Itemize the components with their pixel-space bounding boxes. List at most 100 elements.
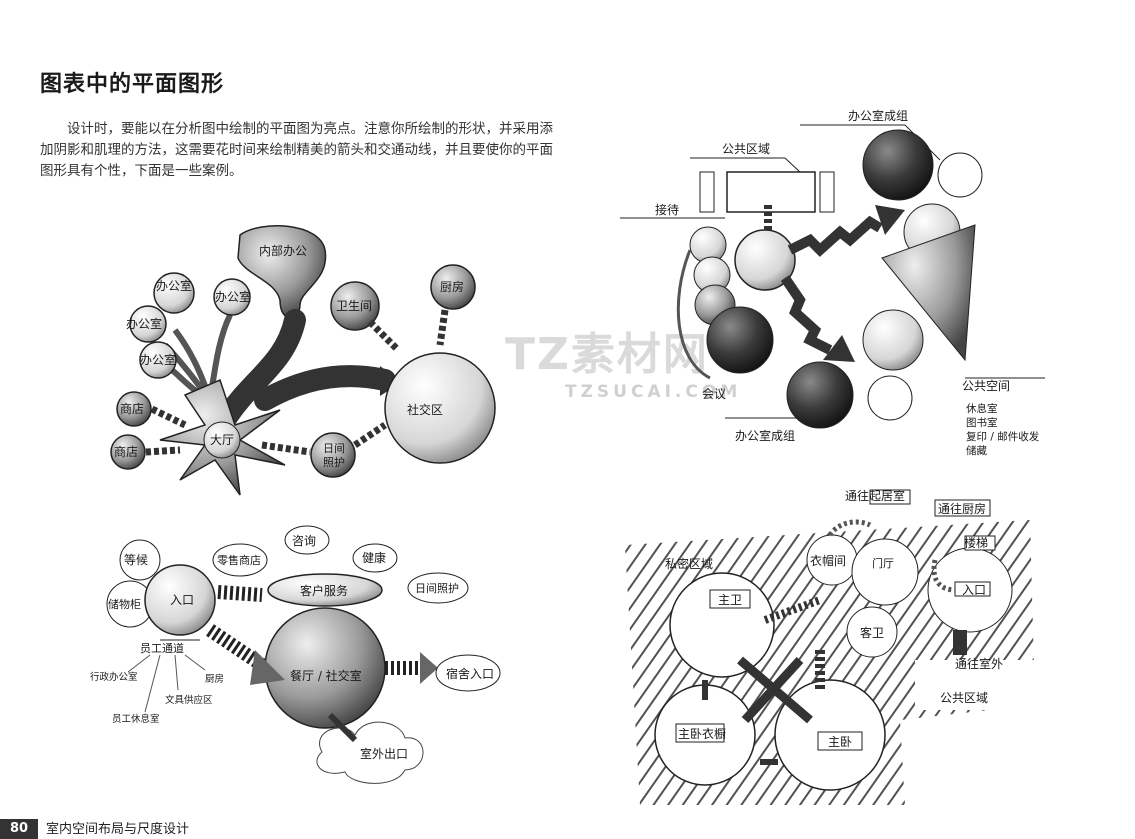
- master-bed-box: [817, 731, 863, 751]
- diagram-3: 等候 零售商店 咨询 健康 储物柜 入口 客户服务 日间照护 员工通道 行政办公…: [90, 525, 501, 784]
- book-title: 室内空间布局与尺度设计: [46, 822, 190, 837]
- office-circle-3: [129, 305, 167, 343]
- label-master-closet: 主卧衣橱: [678, 726, 726, 741]
- shop-circle-1: [116, 391, 152, 427]
- office-circle-2: [213, 278, 251, 316]
- label-office-4: 办公室: [140, 352, 176, 367]
- restroom-circle: [330, 281, 380, 331]
- label-entrance-4: 入口: [962, 583, 986, 597]
- label-daycare-line2: 照护: [323, 455, 345, 469]
- label-meeting: 会议: [702, 387, 726, 401]
- dark-circle-top: [862, 129, 934, 201]
- retail-ellipse: [212, 543, 268, 577]
- zigzag-arrowhead-2: [823, 335, 855, 362]
- foyer-circle: [851, 538, 919, 606]
- trunk-path: [214, 309, 396, 431]
- label-storage: 储物柜: [108, 597, 141, 611]
- zigzag-arrow-1: [787, 215, 883, 257]
- label-shop-1: 商店: [120, 401, 144, 416]
- label-master-bed: 主卧: [828, 735, 852, 749]
- public-area-bar-right: [819, 171, 835, 213]
- page-title: 图表中的平面图形: [40, 72, 225, 97]
- public-space-item-1: 休息室: [966, 402, 998, 415]
- label-foyer: 门厅: [872, 556, 894, 570]
- label-outdoor-exit: 室外出口: [360, 746, 408, 761]
- label-internal-office: 内部办公: [259, 243, 307, 258]
- customer-service-ellipse: [267, 573, 383, 607]
- label-staff-lounge: 员工休息室: [112, 713, 160, 725]
- office-circle-4: [139, 341, 177, 379]
- label-office-3: 办公室: [126, 316, 162, 331]
- internal-office-shape: [237, 225, 327, 319]
- cross-arrow: [737, 656, 813, 724]
- label-stair: 楼梯: [964, 535, 988, 550]
- waiting-circle: [119, 539, 161, 581]
- public-area-bar-left: [699, 171, 715, 213]
- shop-arrows: [145, 405, 187, 456]
- daycare-circle: [310, 432, 356, 478]
- restroom-arrow: [367, 319, 401, 353]
- label-daycare: 日间照护: [323, 442, 345, 469]
- label-daycare-3: 日间照护: [415, 581, 459, 595]
- public-space-triangle: [881, 224, 976, 362]
- guest-bath-circle: [846, 606, 898, 658]
- label-reception: 接待: [655, 202, 679, 217]
- label-public-space: 公共空间: [962, 379, 1010, 393]
- label-office-group-top: 办公室成组: [848, 108, 908, 123]
- diagram-2: 办公室成组 公共区域 接待 会议 办公室成组 公共空间 休息室 图书室 复印 /…: [620, 108, 1045, 457]
- public-space-item-4: 储藏: [966, 444, 987, 457]
- label-coat: 衣帽间: [810, 553, 846, 568]
- label-to-outdoor: 通往室外: [955, 656, 1003, 671]
- label-public-zone: 公共区域: [940, 691, 988, 705]
- label-office-1: 办公室: [156, 278, 192, 293]
- label-waiting: 等候: [124, 553, 148, 567]
- label-supplies: 文具供应区: [165, 694, 213, 706]
- connector-entrance-cs: [217, 585, 263, 602]
- label-restroom: 卫生间: [336, 299, 372, 313]
- label-shop-2: 商店: [114, 444, 138, 459]
- label-hub: 大厅: [210, 433, 234, 447]
- label-master-bath: 主卫: [718, 593, 742, 607]
- bath-connector: [763, 596, 822, 624]
- master-bath-box: [709, 589, 751, 609]
- public-space-item-2: 图书室: [966, 416, 998, 429]
- shop-circle-2: [110, 434, 146, 470]
- label-private-zone: 私密区域: [665, 556, 713, 571]
- office-circle-1: [153, 272, 195, 314]
- intro-paragraph: 设计时，要能以在分析图中绘制的平面图为亮点。注意你所绘制的形状，并采用添加阴影和…: [40, 121, 553, 179]
- dorm-arrowhead: [420, 652, 438, 684]
- dorm-ellipse: [435, 654, 501, 692]
- label-kitchen-3: 厨房: [205, 673, 224, 685]
- social-circle: [384, 352, 496, 464]
- daycare-arrow: [261, 422, 387, 456]
- label-office-group-bottom: 办公室成组: [735, 428, 795, 443]
- master-bath-circle: [669, 572, 775, 678]
- bead-chain: [827, 519, 956, 593]
- connector-entrance-dining: [206, 624, 266, 671]
- light-circle-bottom: [867, 375, 913, 421]
- label-to-living: 通往起居室: [845, 488, 905, 503]
- label-customer-service: 客户服务: [300, 583, 348, 598]
- diagram-4: 通往起居室 通往厨房 衣帽间 门厅 楼梯 私密区域 主卫 客卫 入口 通往室外 …: [625, 488, 1035, 805]
- stair-box: [964, 535, 996, 551]
- label-kitchen: 厨房: [440, 279, 464, 294]
- dining-arrowhead: [250, 650, 285, 685]
- diagram-1: 内部办公 办公室 办公室 办公室 办公室 商店 商店 大厅 卫生间 厨房 社交区…: [110, 225, 496, 496]
- label-consult: 咨询: [292, 533, 316, 548]
- label-dorm-entrance: 宿舍入口: [446, 666, 494, 681]
- label-public-area: 公共区域: [722, 142, 770, 156]
- watermark-sub: TZSUCAI.COM: [565, 382, 742, 402]
- outdoor-cloud: [316, 721, 424, 784]
- kitchen-arrow: [436, 309, 449, 346]
- label-retail: 零售商店: [217, 553, 261, 567]
- label-health: 健康: [362, 550, 386, 565]
- watermark-main: TZ素材网: [505, 329, 709, 380]
- label-entrance: 入口: [170, 593, 194, 607]
- consult-ellipse: [284, 525, 330, 555]
- dark-circle-middle: [706, 306, 774, 374]
- light-circle-top: [937, 152, 983, 198]
- dark-circle-bottom: [786, 361, 854, 429]
- label-daycare-line1: 日间: [323, 442, 345, 455]
- label-to-kitchen: 通往厨房: [938, 501, 986, 516]
